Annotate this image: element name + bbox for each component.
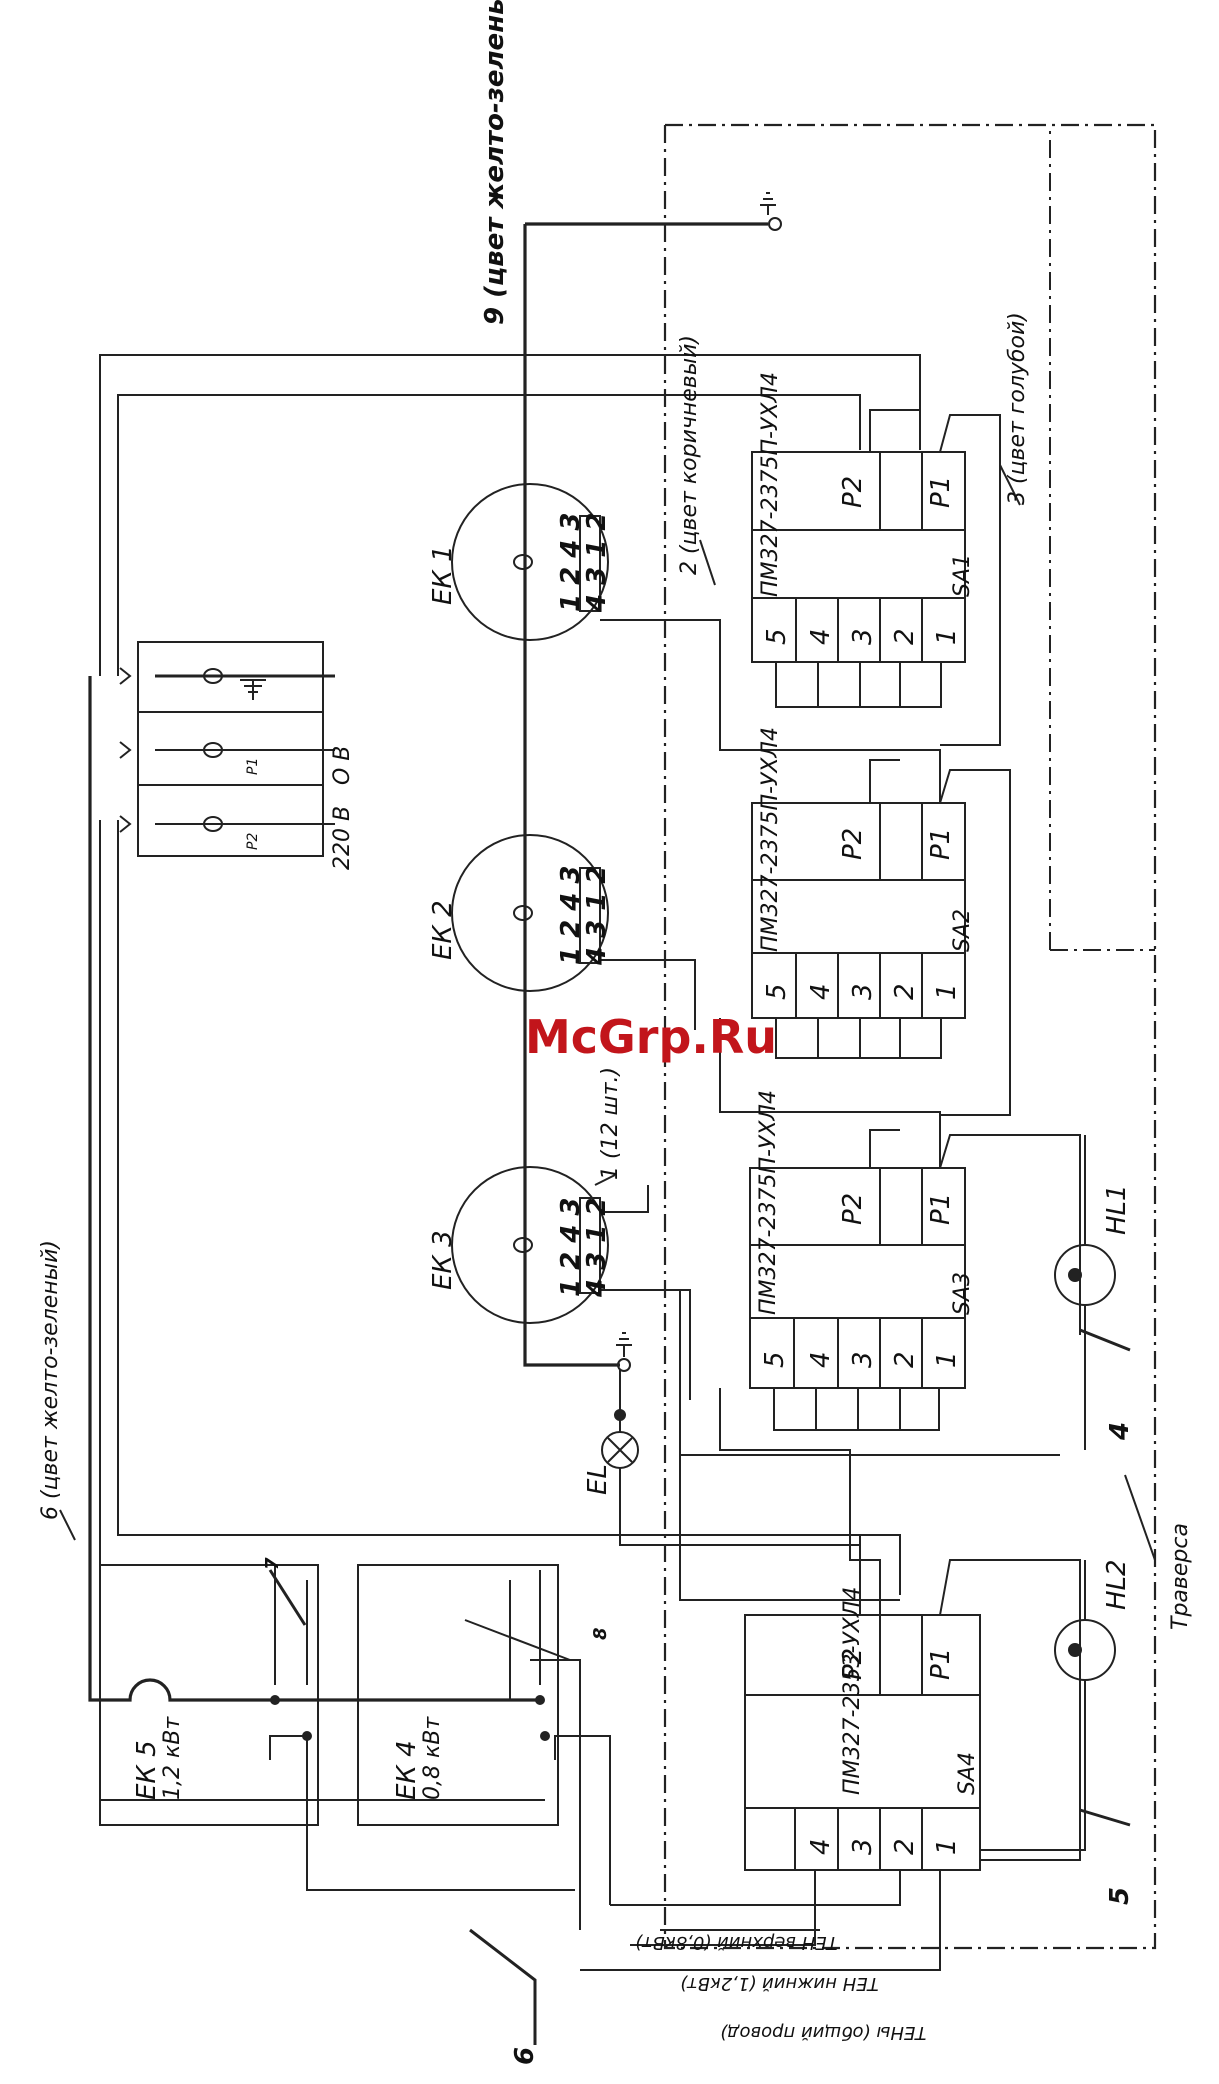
ground-terminal-bottom [617, 1358, 631, 1372]
ground-wire-9 [523, 222, 768, 1367]
burner-ek2 [451, 834, 609, 992]
heater-ek4 [357, 1564, 559, 1826]
ground-terminal-top [768, 217, 782, 231]
heater-ek5 [99, 1564, 319, 1826]
ground-wire-6 [88, 676, 540, 1702]
traverse-frame [663, 123, 1157, 1950]
switch-sa1 [751, 451, 966, 708]
switch-sa4 [744, 1614, 981, 1871]
burner-ek1 [451, 483, 609, 641]
switch-sa3 [749, 1167, 966, 1431]
switch-sa2 [751, 802, 966, 1059]
burner-ek3 [451, 1166, 609, 1324]
lamp-hl2 [1054, 1619, 1116, 1681]
lamp-hl1 [1054, 1244, 1116, 1306]
traverse-inner [1049, 125, 1155, 951]
